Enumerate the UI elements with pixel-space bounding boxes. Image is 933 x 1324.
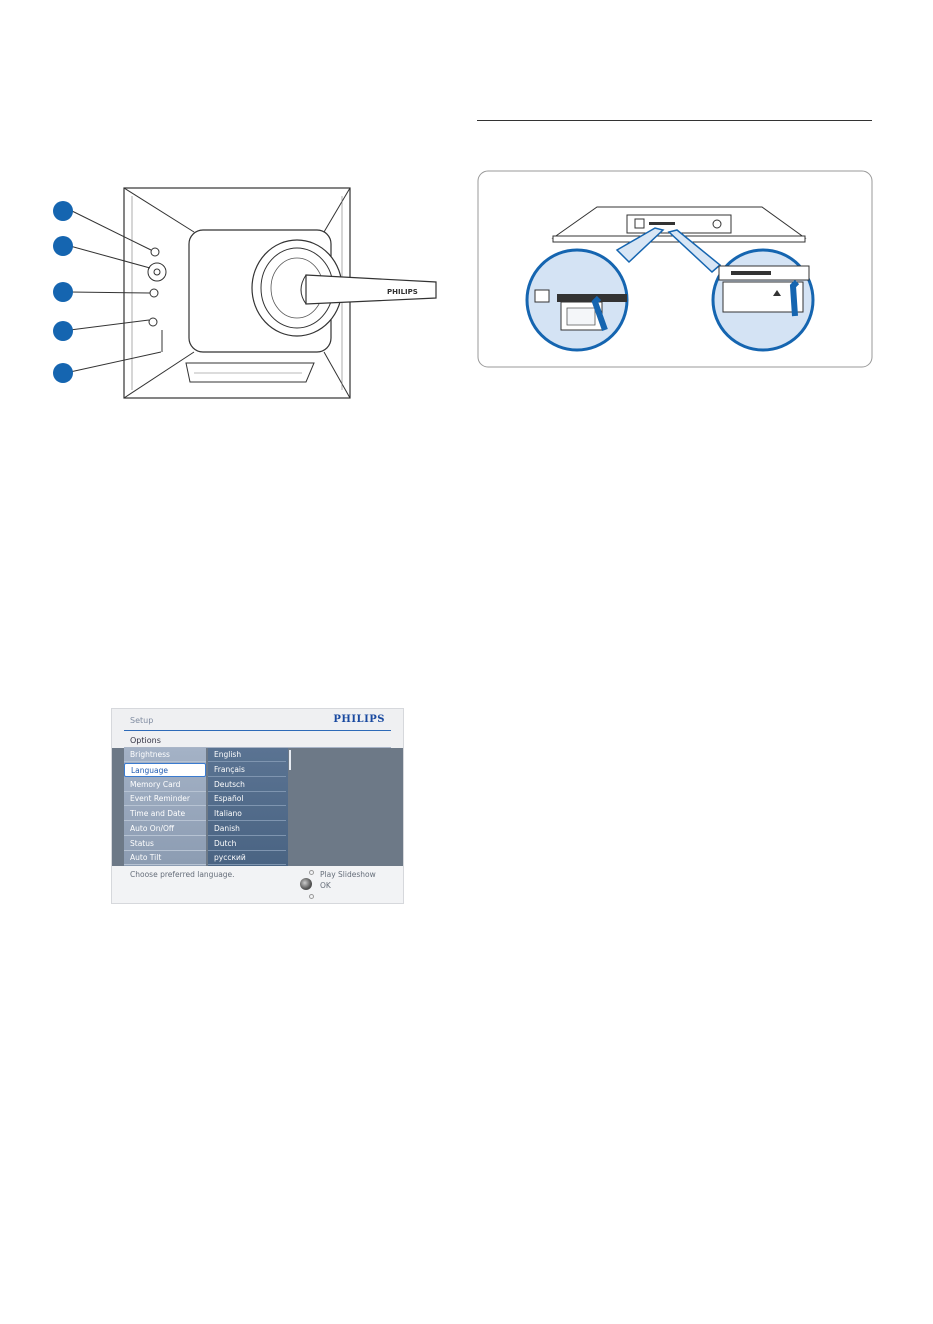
language-option-dutch[interactable]: Dutch (208, 837, 286, 851)
screen-title: Setup (130, 716, 153, 725)
navigation-knob-icon[interactable] (300, 878, 312, 890)
menu-item-time-and-date[interactable]: Time and Date (124, 807, 206, 821)
menu-item-auto-on-off[interactable]: Auto On/Off (124, 822, 206, 836)
menu-item-memory-card[interactable]: Memory Card (124, 778, 206, 792)
settings-menu-list: Brightness Language Memory Card Event Re… (124, 748, 206, 866)
callout-4 (53, 321, 73, 341)
language-option-danish[interactable]: Danish (208, 822, 286, 836)
language-option-deutsch[interactable]: Deutsch (208, 778, 286, 792)
callout-2 (53, 236, 73, 256)
menu-item-language[interactable]: Language (124, 763, 206, 777)
play-slideshow-label: Play Slideshow (320, 870, 376, 879)
language-option-francais[interactable]: Français (208, 763, 286, 777)
language-option-english[interactable]: English (208, 748, 286, 762)
screen-footer: Choose preferred language. Play Slidesho… (112, 866, 404, 904)
nav-up-icon (309, 870, 314, 875)
menu-item-auto-tilt[interactable]: Auto Tilt (124, 851, 206, 865)
callout-5 (53, 363, 73, 383)
ok-label: OK (320, 881, 331, 890)
menu-item-brightness[interactable]: Brightness (124, 748, 206, 762)
language-scrollbar[interactable] (289, 750, 291, 770)
section-rule (477, 120, 872, 121)
nav-down-icon (309, 894, 314, 899)
frame-brand-label: PHILIPS (387, 288, 418, 296)
frame-back-illustration: PHILIPS (44, 180, 444, 400)
callout-3 (53, 282, 73, 302)
language-option-russian[interactable]: русский (208, 851, 286, 865)
section-options: Options (130, 736, 161, 745)
language-list: English Français Deutsch Español Italian… (208, 748, 288, 866)
card-insertion-illustration (477, 170, 873, 368)
callout-1 (53, 201, 73, 221)
header-divider (124, 730, 391, 731)
screen-brand-logo: PHILIPS (333, 714, 385, 725)
menu-item-event-reminder[interactable]: Event Reminder (124, 792, 206, 806)
hint-text: Choose preferred language. (130, 870, 235, 879)
language-option-italiano[interactable]: Italiano (208, 807, 286, 821)
language-option-espanol[interactable]: Español (208, 792, 286, 806)
setup-menu-screen: Setup PHILIPS Options Brightness Languag… (111, 708, 404, 904)
menu-item-status[interactable]: Status (124, 837, 206, 851)
